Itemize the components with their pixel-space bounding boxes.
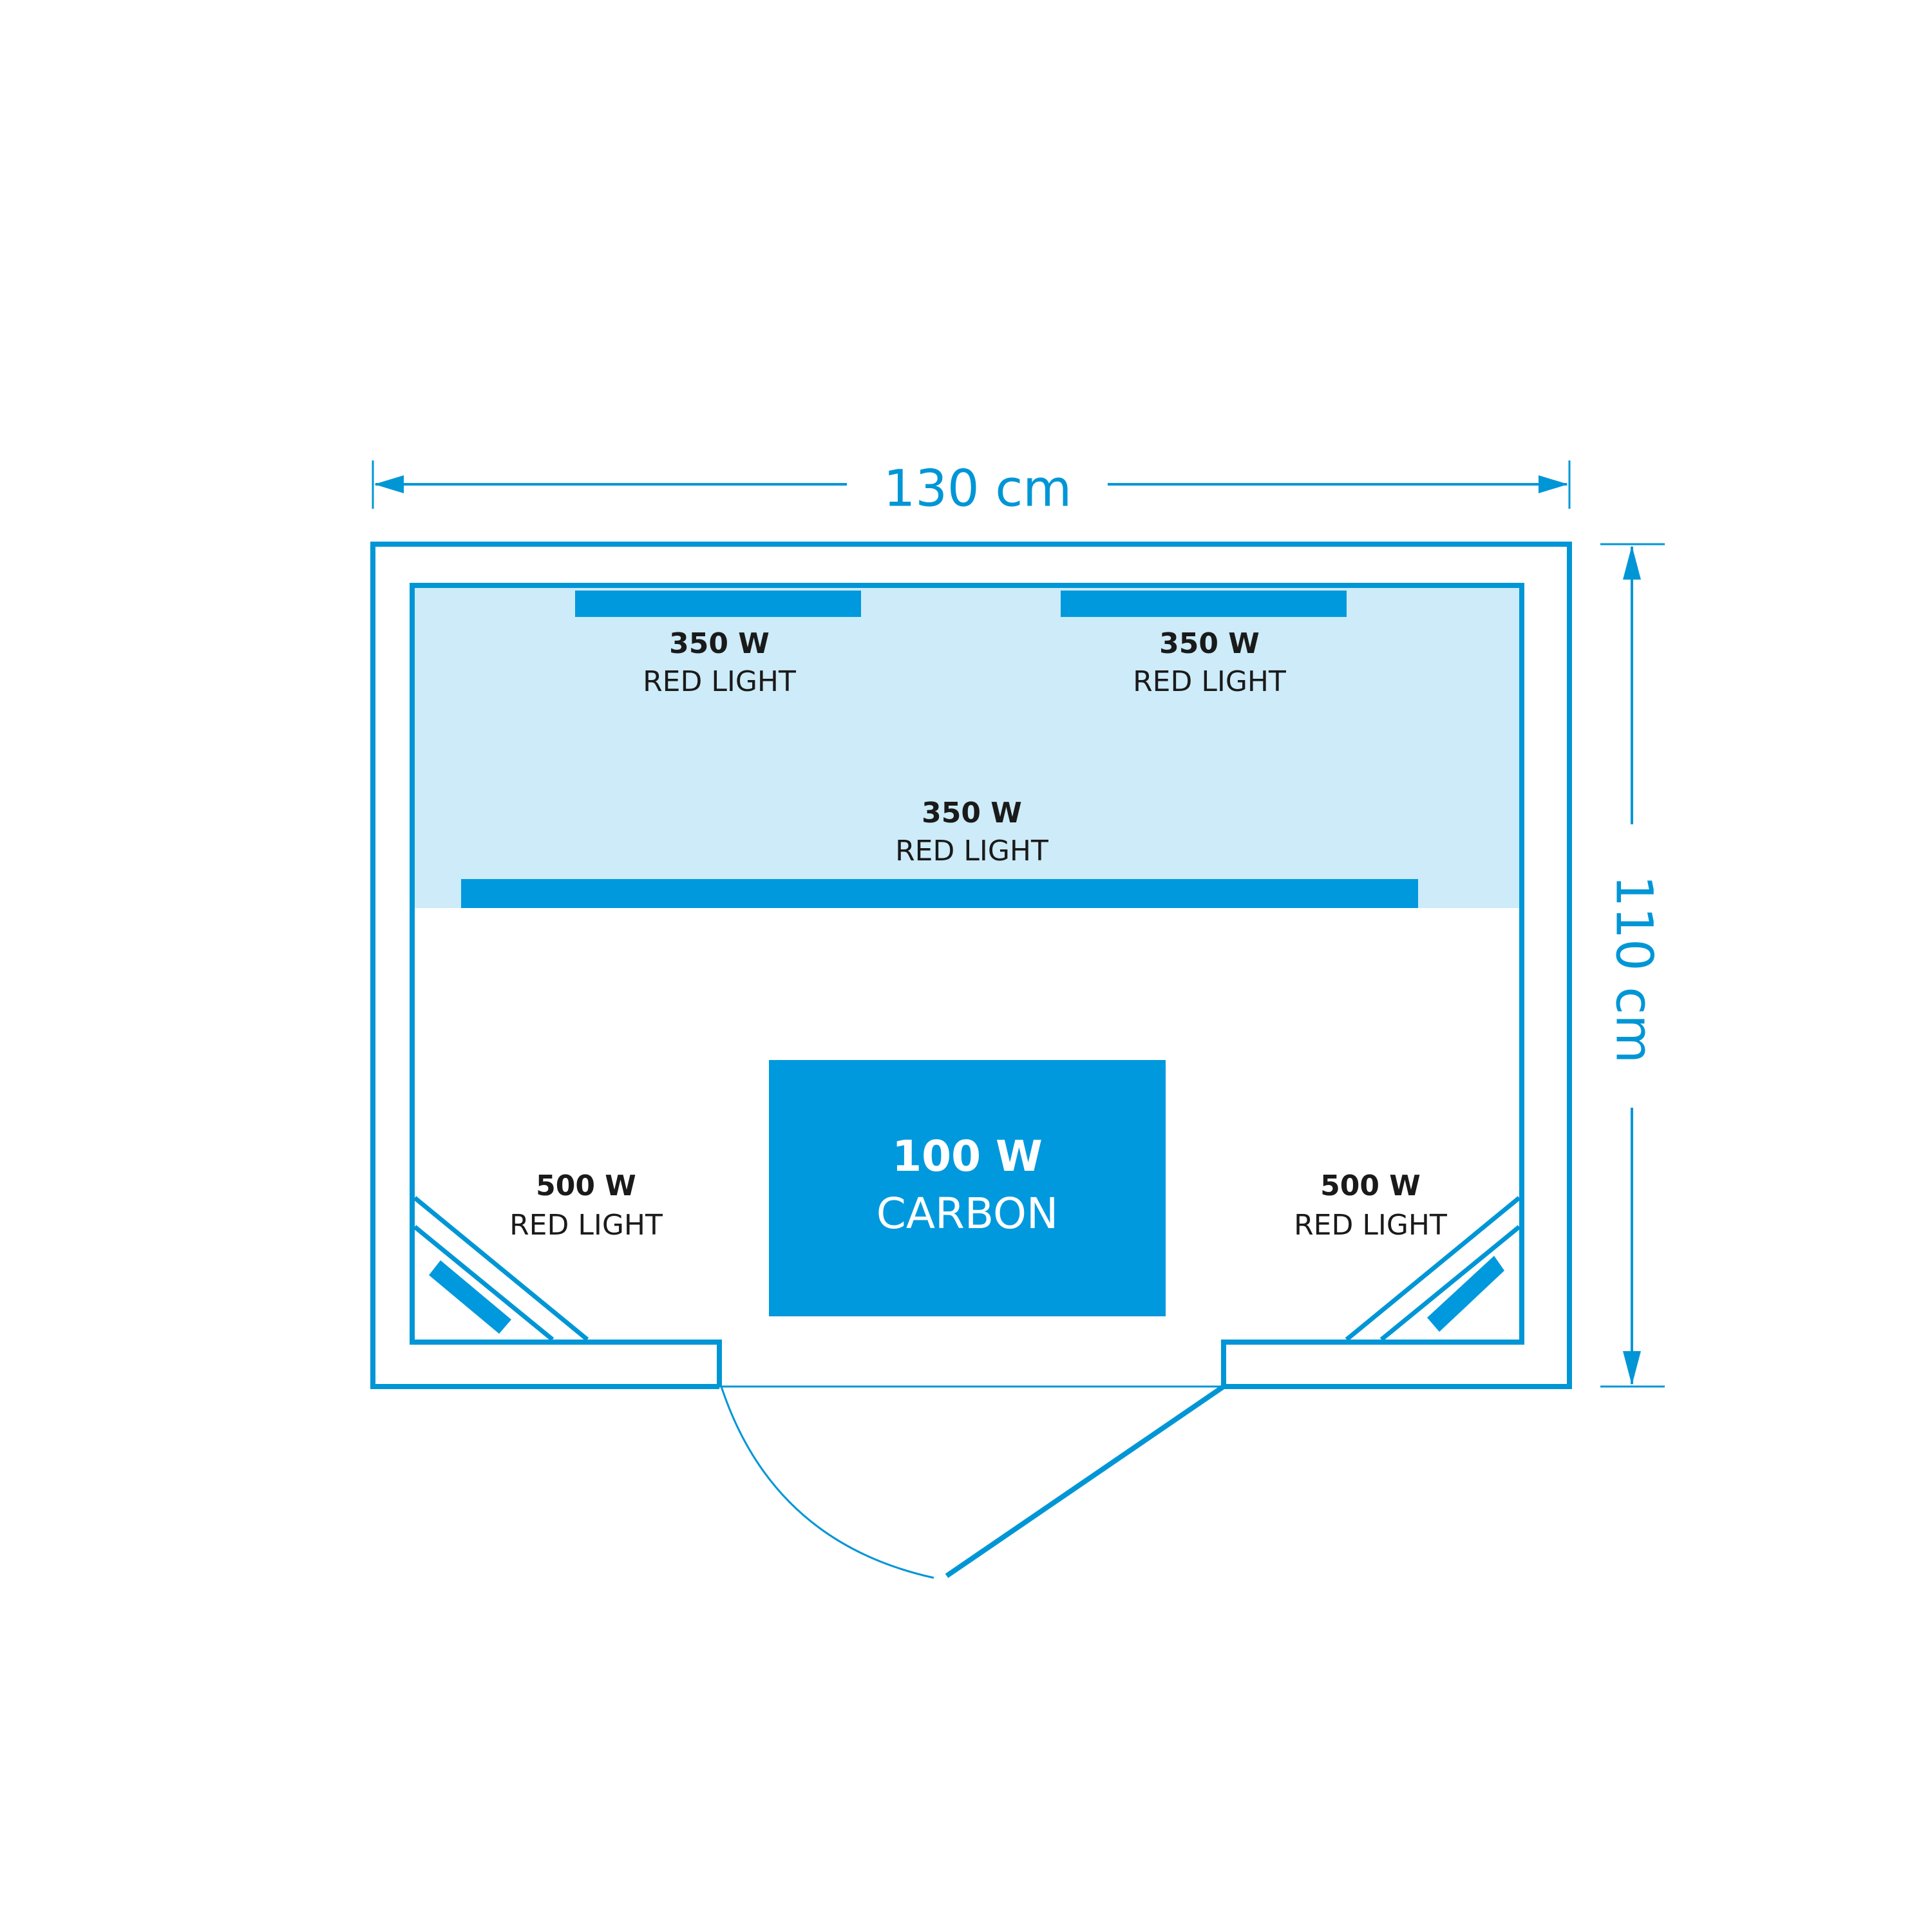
depth-dimension: 110 cm bbox=[1600, 543, 1665, 1388]
heater-corner-right-watts: 500 W bbox=[1320, 1170, 1421, 1202]
heater-carbon-watts: 100 W bbox=[892, 1132, 1043, 1181]
heater-back-right-type: RED LIGHT bbox=[1133, 665, 1286, 698]
heater-carbon-type: CARBON bbox=[876, 1189, 1059, 1238]
width-arrow-left-icon bbox=[374, 475, 404, 493]
corner-heater-left bbox=[413, 1196, 589, 1341]
door-swing-arc bbox=[720, 1386, 934, 1579]
inner-wall bbox=[410, 583, 1524, 1387]
heater-panel-back-right bbox=[1061, 591, 1347, 617]
heater-panel-corner-right bbox=[1427, 1256, 1504, 1332]
width-label: 130 cm bbox=[884, 460, 1072, 518]
outer-wall bbox=[370, 542, 1572, 1389]
heater-panel-back-left bbox=[575, 591, 861, 617]
door bbox=[719, 1384, 1226, 1579]
heater-panel-carbon-center bbox=[769, 1060, 1166, 1316]
depth-arrow-top-icon bbox=[1623, 545, 1641, 580]
heater-corner-left-type: RED LIGHT bbox=[509, 1209, 663, 1242]
heater-back-left-type: RED LIGHT bbox=[643, 665, 796, 698]
heater-back-long-watts: 350 W bbox=[922, 797, 1022, 829]
infrared-zone bbox=[415, 588, 1519, 908]
corner-heater-right bbox=[1345, 1196, 1521, 1341]
depth-label: 110 cm bbox=[1605, 875, 1663, 1064]
width-dimension: 130 cm bbox=[372, 460, 1571, 518]
width-arrow-right-icon bbox=[1539, 475, 1568, 493]
heater-panel-back-long bbox=[461, 879, 1418, 908]
heater-back-long-type: RED LIGHT bbox=[895, 835, 1048, 867]
heater-back-right-watts: 350 W bbox=[1159, 627, 1260, 660]
heater-back-left-watts: 350 W bbox=[669, 627, 770, 660]
heater-corner-right-type: RED LIGHT bbox=[1294, 1209, 1447, 1242]
heater-corner-left-watts: 500 W bbox=[536, 1170, 636, 1202]
depth-arrow-bottom-icon bbox=[1623, 1351, 1641, 1385]
heater-panel-corner-left bbox=[429, 1260, 511, 1334]
door-leaf bbox=[945, 1384, 1226, 1578]
